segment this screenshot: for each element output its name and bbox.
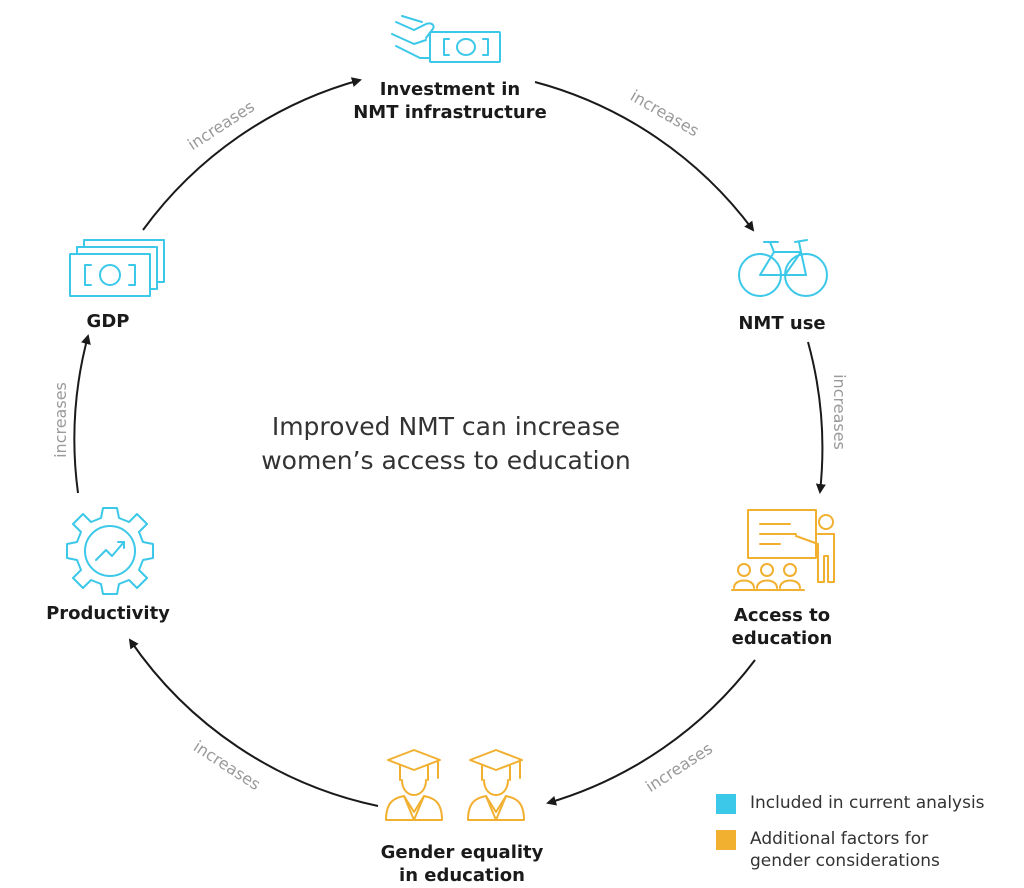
edge-gdp-to-investment bbox=[142, 77, 362, 231]
node-nmt-use-line1: NMT use bbox=[738, 313, 826, 334]
node-productivity-line1: Productivity bbox=[46, 603, 170, 624]
banknotes-icon bbox=[69, 239, 165, 297]
node-access-line1: Access to bbox=[733, 605, 831, 626]
edge-label-nmt-use-to-access: increases bbox=[830, 374, 849, 450]
legend-label-included: Included in current analysis bbox=[750, 793, 985, 813]
edge-gender-to-productivity bbox=[128, 638, 379, 807]
bicycle-icon bbox=[738, 239, 828, 297]
legend-item-additional: Additional factors for gender considerat… bbox=[716, 828, 985, 872]
edge-label-investment-to-nmt-use: increases bbox=[627, 86, 702, 140]
gear-growth-icon bbox=[66, 507, 154, 595]
node-productivity: Productivity bbox=[46, 602, 170, 625]
node-access-line2: education bbox=[731, 628, 833, 649]
node-investment-line2: NMT infrastructure bbox=[353, 102, 547, 123]
node-access: Access to education bbox=[732, 604, 833, 650]
edge-label-gdp-to-investment: increases bbox=[184, 97, 258, 154]
edge-label-access-to-gender: increases bbox=[642, 739, 716, 796]
teacher-classroom-icon bbox=[731, 509, 835, 591]
legend-label-additional: Additional factors for gender considerat… bbox=[750, 829, 940, 871]
edge-nmt-use-to-access bbox=[807, 341, 826, 494]
edge-label-gender-to-productivity: increases bbox=[190, 737, 264, 794]
graduates-icon bbox=[385, 749, 525, 821]
center-caption: Improved NMT can increase women’s access… bbox=[261, 410, 631, 478]
node-investment-line1: Investment in bbox=[379, 79, 521, 100]
edge-productivity-to-gdp bbox=[73, 334, 91, 494]
edge-label-productivity-to-gdp: increases bbox=[51, 382, 70, 458]
node-gdp-line1: GDP bbox=[86, 311, 130, 332]
legend-item-included: Included in current analysis bbox=[716, 792, 985, 814]
node-gender-line2: in education bbox=[399, 865, 525, 886]
node-gdp: GDP bbox=[87, 310, 130, 333]
center-caption-line2: women’s access to education bbox=[261, 446, 631, 475]
hand-money-icon bbox=[391, 15, 501, 63]
node-nmt-use: NMT use bbox=[738, 312, 825, 335]
legend-swatch-additional bbox=[716, 830, 736, 850]
node-gender: Gender equality in education bbox=[381, 841, 544, 887]
node-investment: Investment in NMT infrastructure bbox=[353, 78, 547, 124]
edge-access-to-gender bbox=[546, 659, 756, 806]
edge-investment-to-nmt-use bbox=[534, 81, 755, 232]
node-gender-line1: Gender equality bbox=[380, 842, 544, 863]
legend: Included in current analysis Additional … bbox=[716, 792, 985, 886]
legend-swatch-included bbox=[716, 794, 736, 814]
center-caption-line1: Improved NMT can increase bbox=[271, 412, 621, 441]
